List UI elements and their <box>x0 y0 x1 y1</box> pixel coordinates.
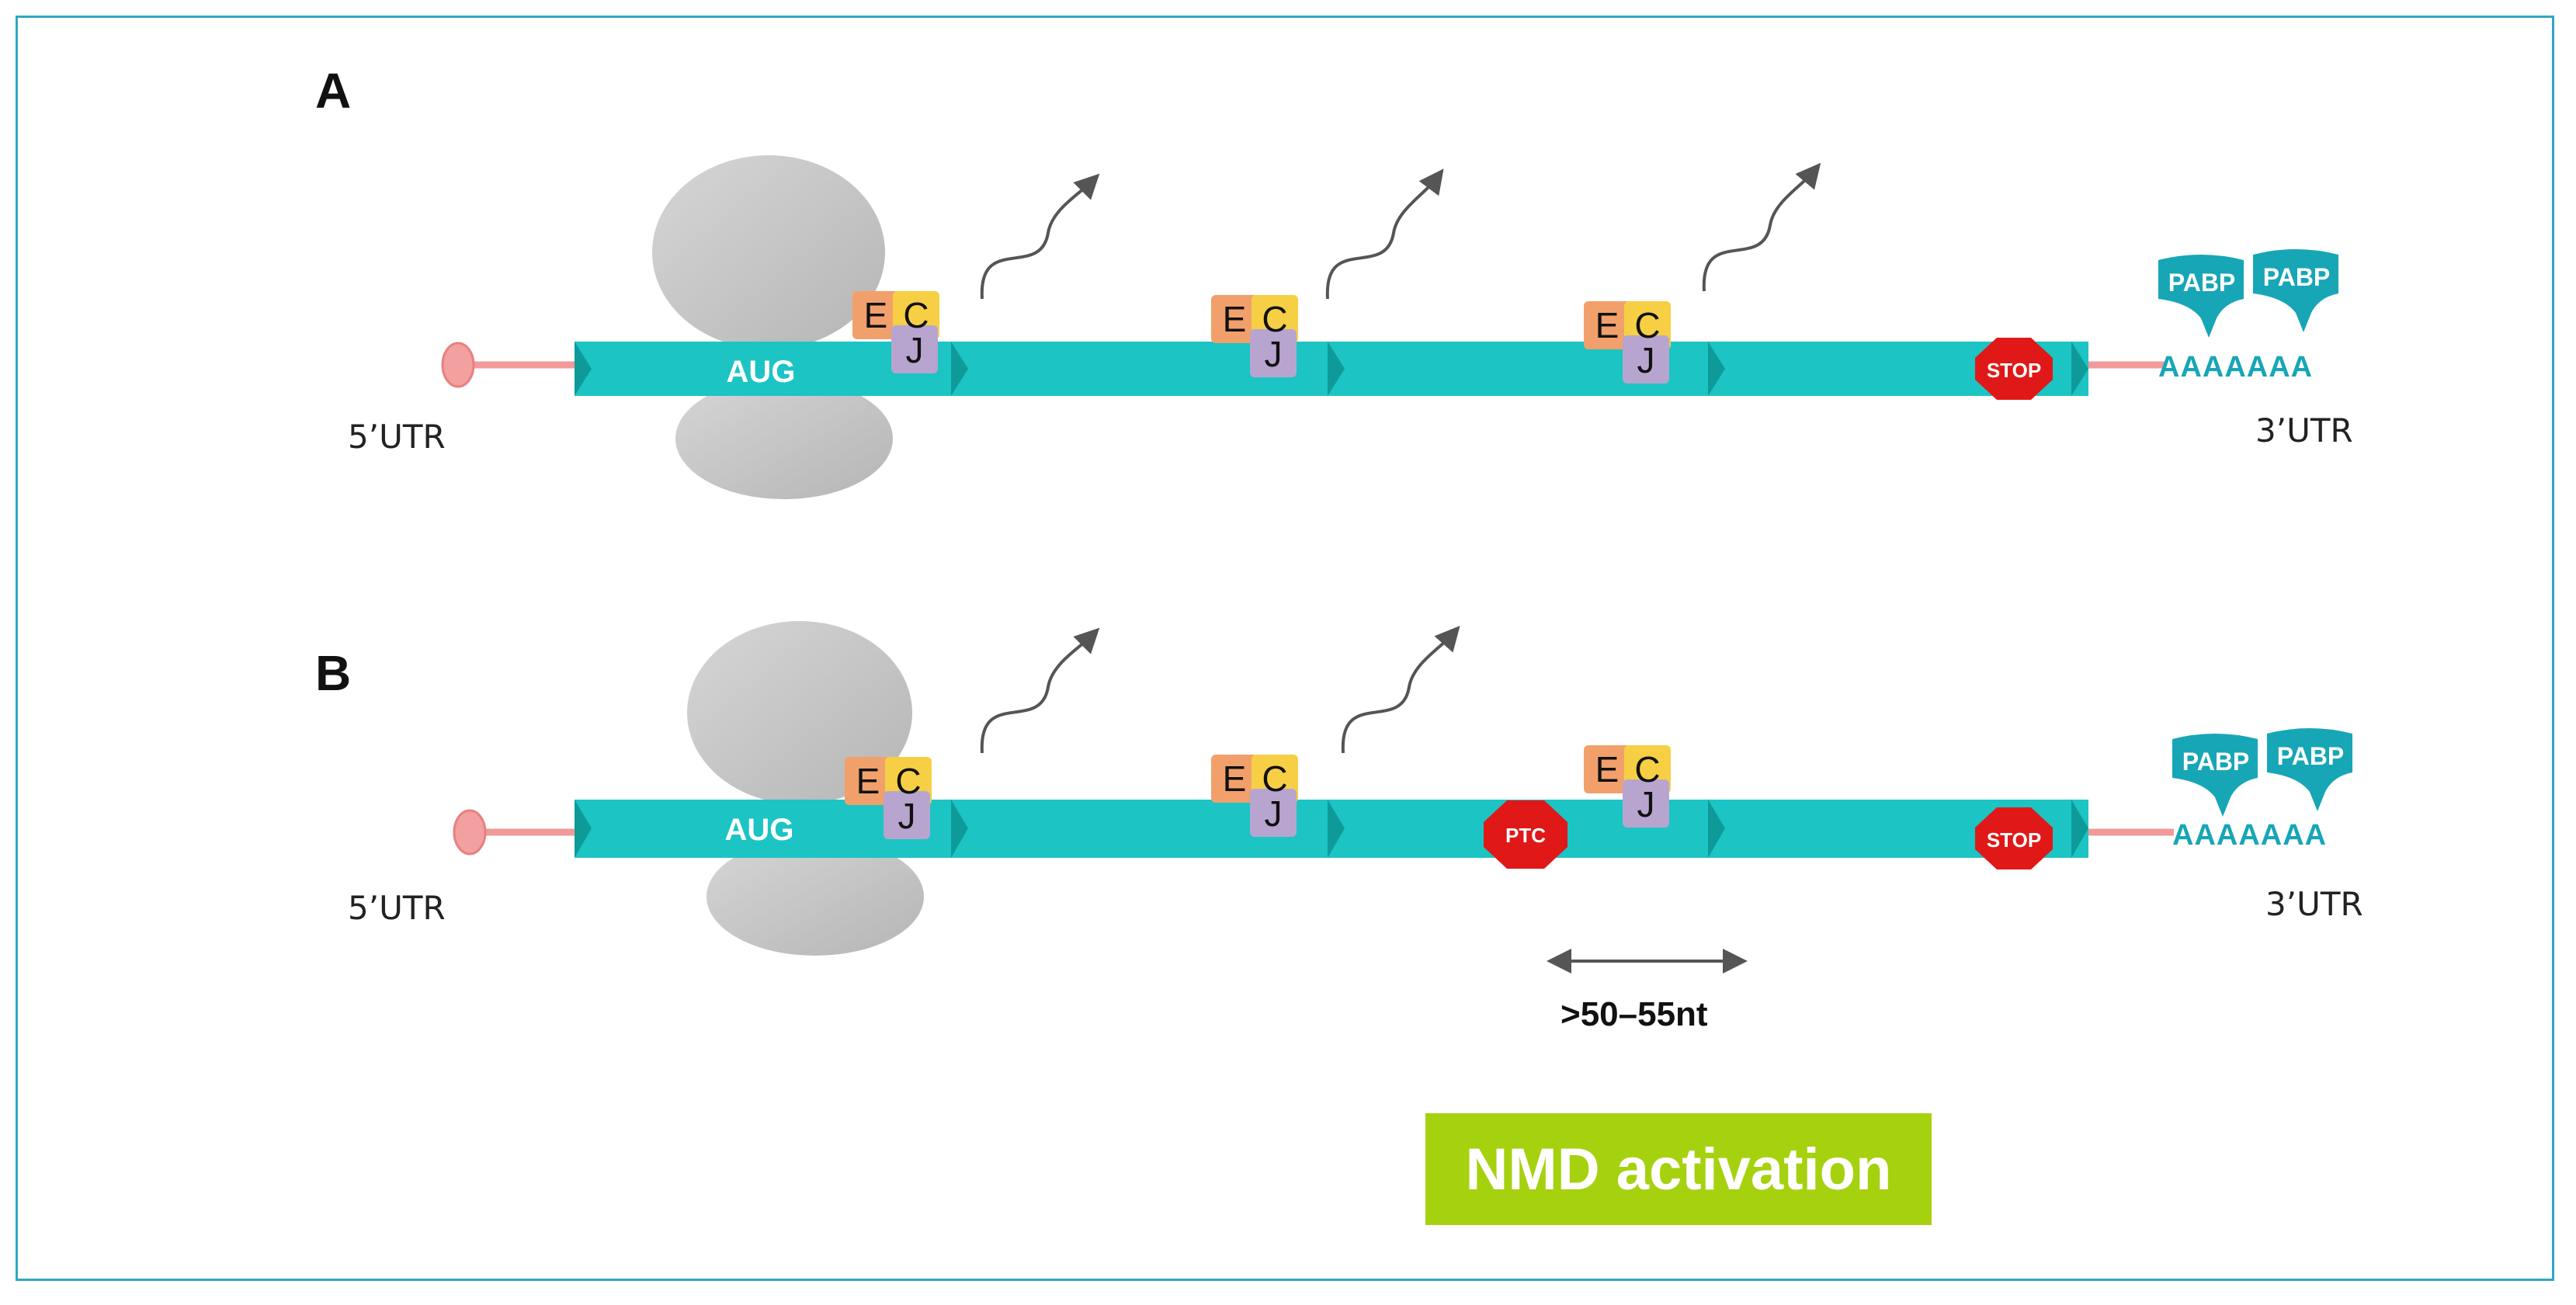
nmd-activation-label: NMD activation <box>1465 1136 1892 1203</box>
pabp-label: PABP <box>2182 748 2250 776</box>
exon-4-joint <box>1708 800 1725 858</box>
utr3-label-b: 3’UTR <box>2265 885 2363 923</box>
release-arrow-3 <box>1702 162 1821 292</box>
pabp-protein-2: PABP <box>2267 728 2352 811</box>
pabp-protein-1: PABP <box>2172 734 2258 817</box>
exon-2-joint <box>951 342 968 396</box>
pabp-label: PABP <box>2263 263 2331 291</box>
ejc-e-label: E <box>1223 758 1247 799</box>
ejc-c-label: C <box>1634 749 1660 790</box>
panel-label-a: A <box>315 63 352 119</box>
ejc-complex-1: E C J <box>852 291 939 373</box>
stop-label: STOP <box>1987 359 2041 382</box>
exon-1-joint <box>575 342 592 396</box>
figure-border <box>16 16 2554 1281</box>
ejc-j-label: J <box>1637 340 1655 380</box>
exon-1 <box>575 800 951 858</box>
ejc-c-label: C <box>903 295 929 335</box>
ejc-complex-3: E C J <box>1584 301 1671 384</box>
utr5-label-a: 5’UTR <box>348 418 446 456</box>
release-arrow-2 <box>1341 626 1460 754</box>
panel-b: AUG PTC STOP E C J <box>453 621 2352 974</box>
nmd-activation-box: NMD activation <box>1425 1113 1932 1225</box>
ejc-c-label: C <box>1634 305 1660 345</box>
ribosome-small-subunit <box>706 838 924 956</box>
ejc-j-label: J <box>1265 793 1283 834</box>
ejc-e-label: E <box>1595 305 1620 345</box>
release-arrow-1 <box>980 173 1100 300</box>
ejc-e-box <box>852 291 899 339</box>
ptc-sign-icon: PTC <box>1484 800 1567 869</box>
ejc-j-label: J <box>1637 784 1655 824</box>
exon-end-cap <box>2071 800 2088 858</box>
exon-3-joint <box>1328 800 1345 858</box>
ejc-e-label: E <box>1595 749 1620 790</box>
ejc-complex-2: E C J <box>1211 755 1298 837</box>
release-arrow-1 <box>980 627 1100 754</box>
exon-1-joint <box>575 800 592 858</box>
ribosome-large-subunit <box>652 155 885 349</box>
exon-2 <box>951 342 1328 396</box>
stop-label: STOP <box>1987 828 2041 852</box>
polya-tail: AAAAAAA <box>2172 819 2327 852</box>
exon-3 <box>1328 342 1708 396</box>
start-codon-label: AUG <box>727 355 796 389</box>
ejc-j-label: J <box>906 330 924 370</box>
distance-label: >50–55nt <box>1561 995 1708 1033</box>
ejc-j-box <box>891 325 938 373</box>
utr5-label-b: 5’UTR <box>348 889 446 927</box>
pabp-label: PABP <box>2277 742 2345 770</box>
exon-1 <box>575 342 951 396</box>
stop-sign-icon: STOP <box>1975 338 2053 400</box>
exon-end-cap <box>2071 342 2088 396</box>
ejc-complex-2: E C J <box>1211 295 1298 377</box>
stop-sign-icon: STOP <box>1975 807 2053 869</box>
ejc-e-label: E <box>864 295 888 335</box>
pabp-protein-1: PABP <box>2158 255 2244 338</box>
exon-4-joint <box>1708 342 1725 396</box>
start-codon-label: AUG <box>725 813 794 847</box>
ejc-complex-1: E C J <box>845 757 932 839</box>
panel-label-b: B <box>315 645 352 701</box>
polya-tail: AAAAAAA <box>2158 351 2313 384</box>
ejc-c-label: C <box>1262 758 1287 799</box>
cap-icon <box>453 809 487 856</box>
mrna-exons <box>575 342 2088 396</box>
ejc-e-label: E <box>1223 299 1247 339</box>
panel-a: AUG STOP E C J E C J <box>441 155 2338 499</box>
ribosome-small-subunit <box>675 378 893 499</box>
pabp-protein-2: PABP <box>2253 249 2338 332</box>
ejc-j-label: J <box>1265 334 1283 374</box>
ejc-c-label: C <box>1262 299 1287 339</box>
release-arrow-2 <box>1325 168 1444 300</box>
exon-2 <box>951 800 1328 858</box>
ejc-e-label: E <box>856 761 880 801</box>
utr3-label-a: 3’UTR <box>2255 411 2353 449</box>
exon-3-joint <box>1328 342 1345 396</box>
exon-2-joint <box>951 800 968 858</box>
ptc-label: PTC <box>1505 824 1546 847</box>
ejc-c-label: C <box>895 761 921 801</box>
ejc-complex-3: E C J <box>1584 745 1671 828</box>
ejc-j-label: J <box>898 796 916 836</box>
pabp-label: PABP <box>2168 269 2236 297</box>
cap-icon <box>441 342 475 388</box>
mrna-exons <box>575 800 2088 858</box>
